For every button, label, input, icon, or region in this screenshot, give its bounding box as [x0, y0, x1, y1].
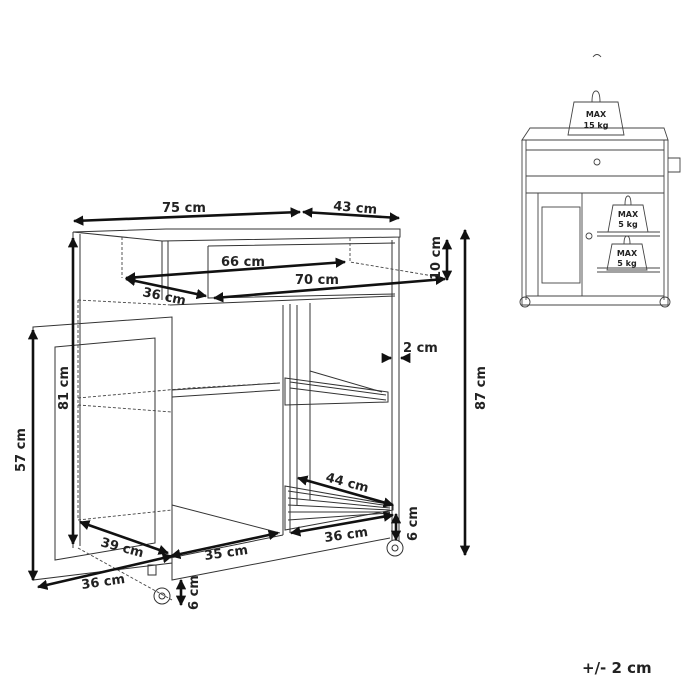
- svg-text:5 kg: 5 kg: [617, 259, 637, 268]
- shelf-depth-label: 36 cm: [323, 525, 369, 546]
- load-capacity-icon: MAX 15 kg MAX 5 kg MAX 5 kg: [519, 54, 681, 308]
- total-height-label: 87 cm: [474, 366, 489, 410]
- svg-text:5 kg: 5 kg: [618, 220, 638, 229]
- wheel-height-left-label: 6 cm: [187, 575, 202, 610]
- wheel-front-left: [147, 564, 171, 605]
- svg-text:15 kg: 15 kg: [584, 121, 609, 130]
- cabinet-depth-label: 39 cm: [99, 535, 145, 561]
- drawer-inner-width-label: 66 cm: [221, 255, 265, 270]
- svg-text:MAX: MAX: [617, 249, 638, 258]
- door-width-label: 36 cm: [80, 572, 126, 593]
- wheel-front-right: [386, 539, 404, 557]
- drawer-depth-label: 36 cm: [141, 285, 187, 309]
- wheel-height-right-label: 6 cm: [406, 506, 421, 541]
- depth-label: 43 cm: [333, 199, 378, 218]
- cabinet-width-label: 35 cm: [203, 543, 249, 564]
- inner-height-label: 81 cm: [57, 366, 72, 410]
- drawer-height-label: 10 cm: [429, 236, 444, 280]
- door-height-label: 57 cm: [14, 428, 29, 472]
- weight-icon-shelf2: MAX 5 kg: [606, 235, 648, 271]
- weight-icon-shelf1: MAX 5 kg: [607, 195, 649, 233]
- tolerance-note: +/- 2 cm: [582, 659, 652, 677]
- svg-text:MAX: MAX: [586, 110, 607, 119]
- weight-icon-top: MAX 15 kg: [567, 90, 625, 136]
- svg-text:MAX: MAX: [618, 210, 639, 219]
- width-label: 75 cm: [162, 201, 206, 216]
- upper-shelf: [284, 377, 389, 406]
- drawer-width-label: 70 cm: [295, 273, 339, 288]
- side-gap-label: 2 cm: [403, 341, 438, 356]
- dimension-arrows: [27, 207, 471, 607]
